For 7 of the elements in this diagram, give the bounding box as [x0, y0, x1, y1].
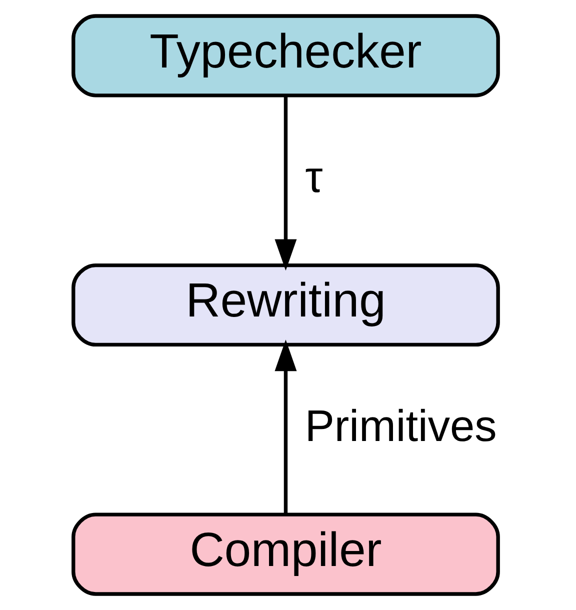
arrow	[274, 340, 296, 514]
node-box: Rewriting	[71, 263, 500, 347]
edge-label: Primitives	[304, 402, 496, 452]
edge-label: τ	[304, 152, 322, 202]
arrow	[274, 96, 296, 271]
node-box: Typechecker	[71, 14, 500, 98]
node-box: Compiler	[71, 512, 500, 596]
